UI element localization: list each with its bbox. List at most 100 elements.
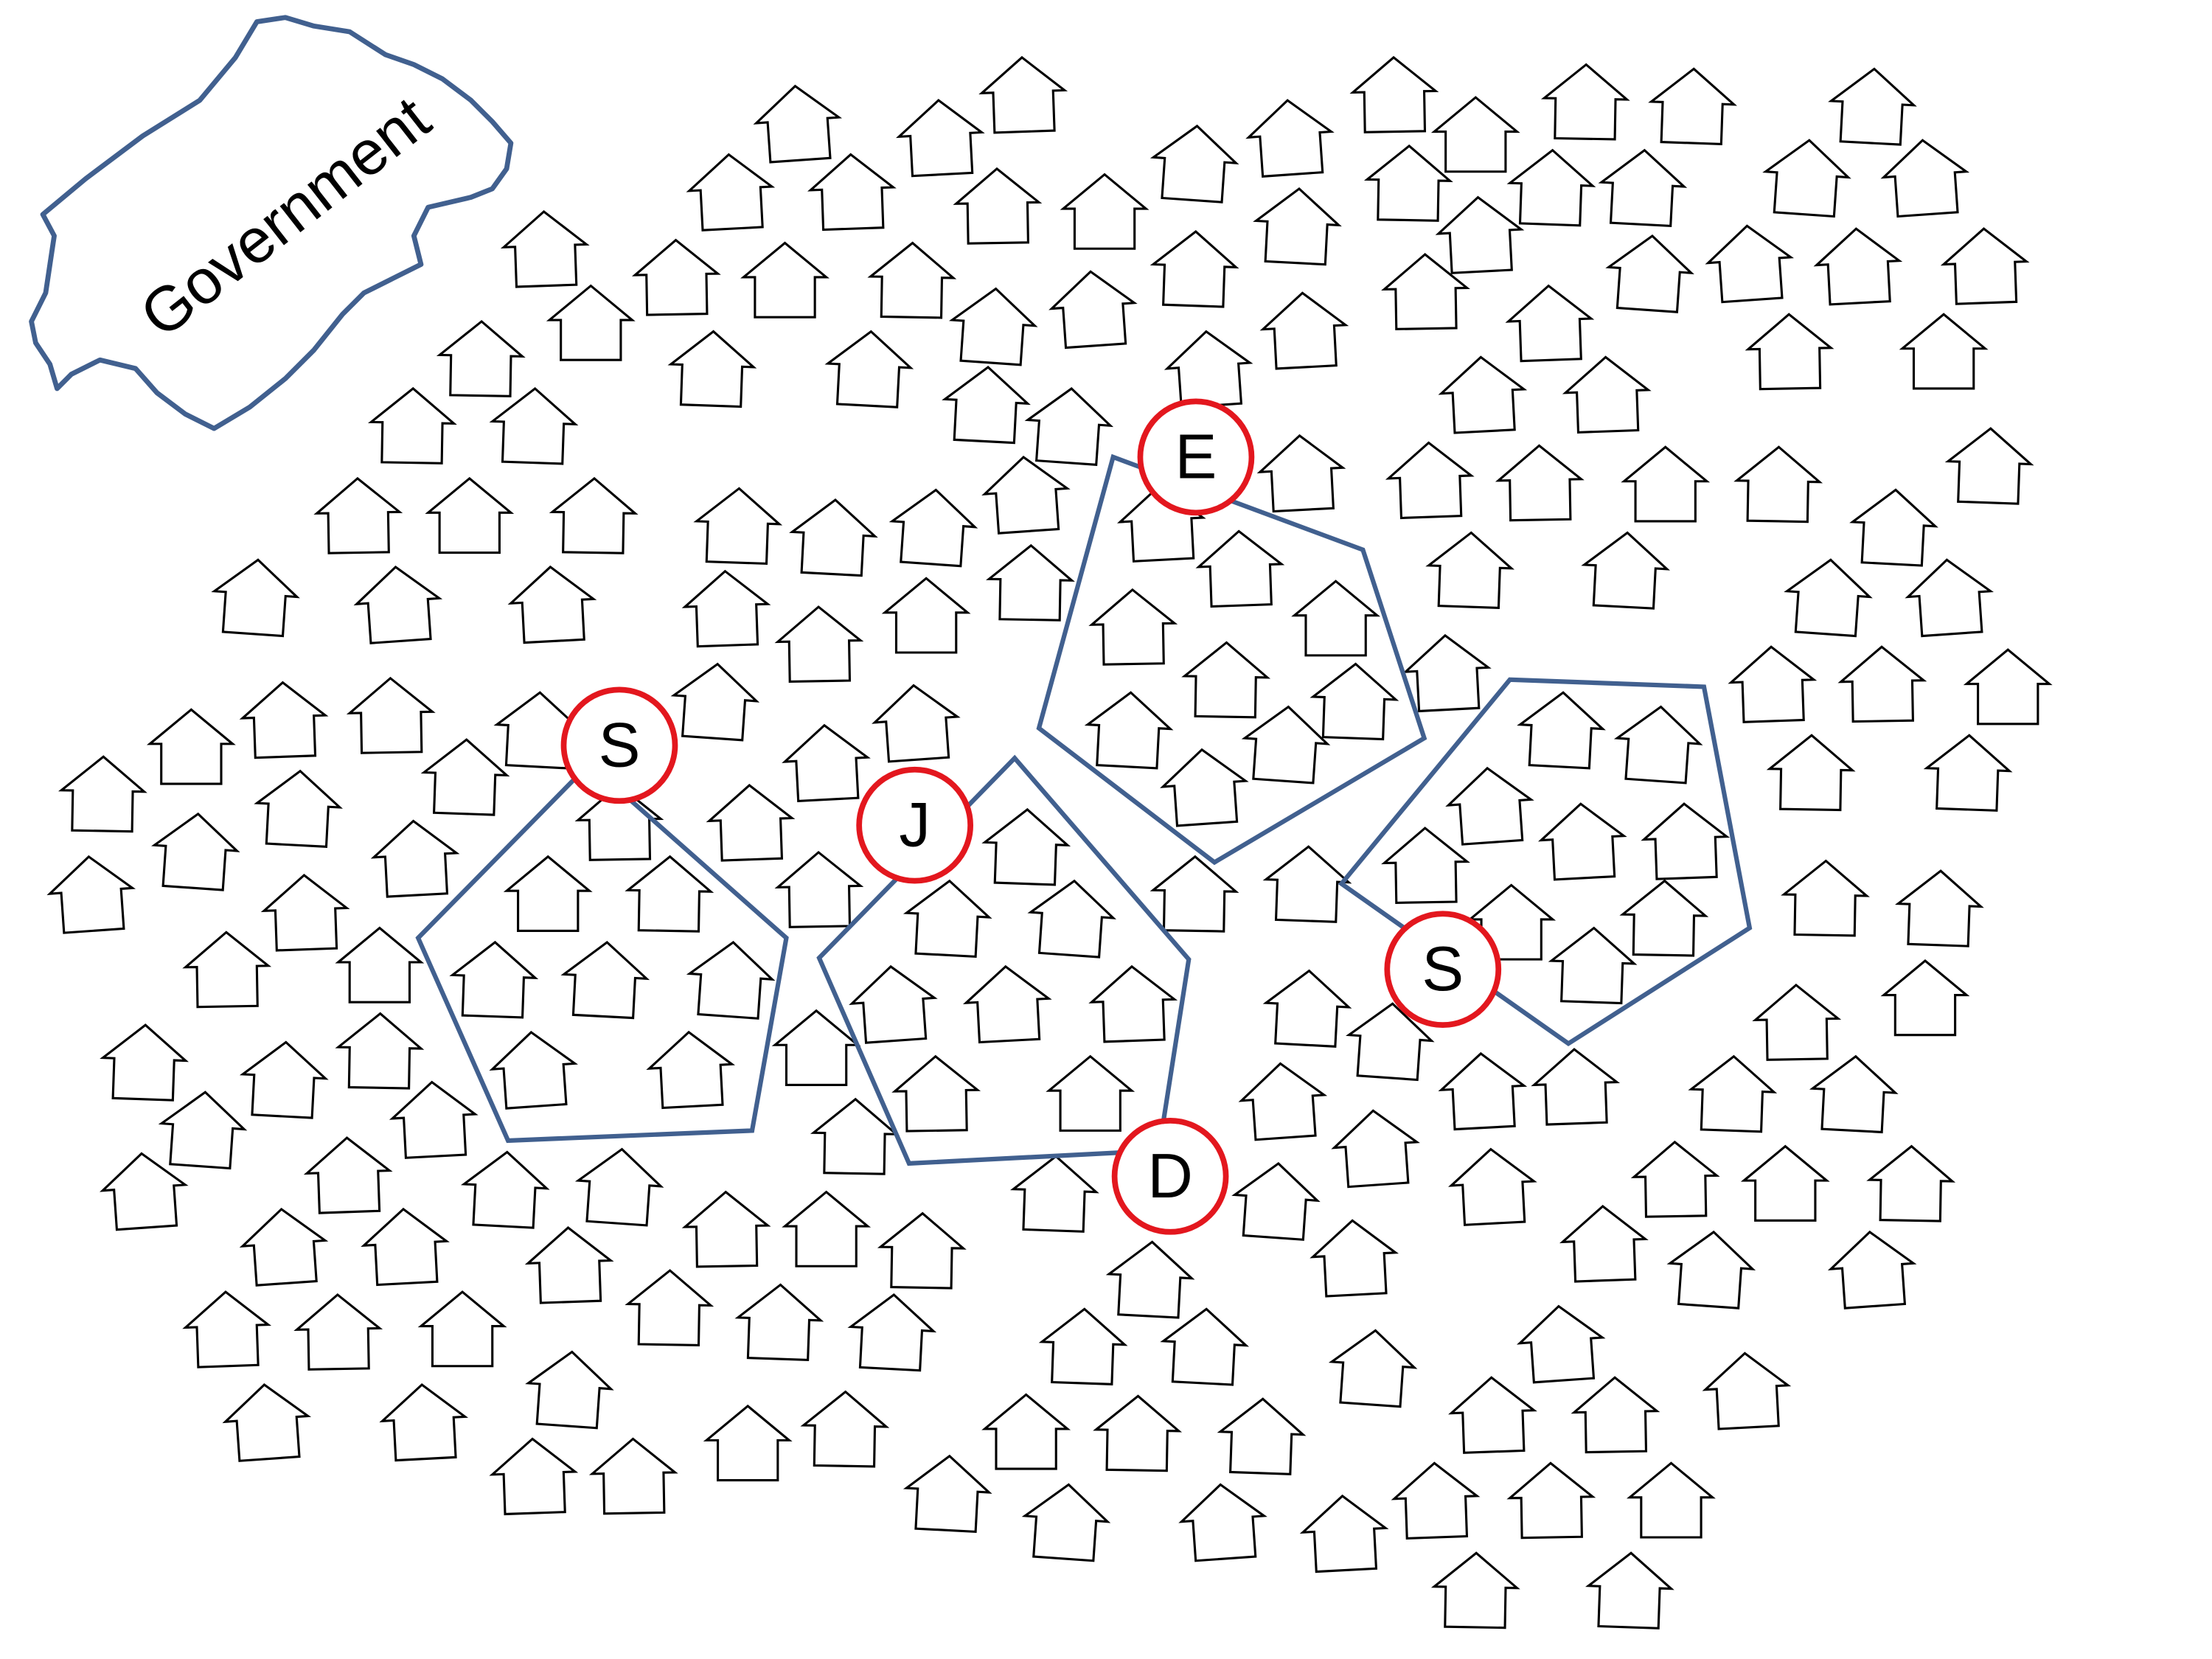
house-icon [1385,441,1475,520]
house-icon [1241,705,1331,785]
house-icon [313,476,403,554]
house-icon [807,153,897,232]
house-icon [1093,1394,1183,1472]
house-icon [1506,1461,1596,1540]
house-icon [1641,802,1731,880]
house-icon [100,1023,189,1102]
house-icon [847,1293,937,1372]
marker-j-label: J [899,790,931,860]
house-icon [222,1383,312,1462]
house-icon [1585,1551,1674,1630]
house-icon [902,879,992,959]
house-icon [1310,1219,1399,1298]
house-icon [1516,1304,1606,1384]
house-icon [1231,1162,1321,1241]
house-icon [877,1211,967,1290]
house-icon [872,684,961,763]
house-icon [962,964,1052,1044]
house-icon [867,241,957,319]
house-icon [1088,588,1178,666]
house-icon [1256,434,1346,513]
house-icon [1944,427,2034,505]
house-icon [239,1207,329,1287]
house-icon [646,1030,735,1110]
houses-layer [46,55,2053,1630]
house-icon [1088,964,1178,1043]
house-icon [891,1054,981,1133]
house-icon [1291,580,1381,657]
house-icon [681,569,771,648]
house-icon [986,543,1075,622]
house-icon [1438,355,1528,434]
government-boundary [29,15,514,431]
house-icon [546,284,636,361]
house-icon [1430,1551,1520,1630]
house-icon [1259,291,1349,370]
house-icon [151,812,240,891]
house-icon [1813,227,1903,306]
house-icon [1899,313,1989,390]
house-icon [1562,355,1652,434]
house-icon [1666,1230,1756,1310]
house-icon [211,558,300,638]
house-icon [346,676,436,754]
house-icon [1540,63,1630,141]
house-icon [158,1091,248,1170]
house-icon [1940,227,2030,305]
marker-e-label: E [1175,422,1217,492]
house-icon [489,1437,579,1516]
house-icon [146,708,236,785]
zone-j [816,754,1192,1166]
house-icon [417,1290,507,1368]
marker-s-left-label: S [599,710,641,780]
house-icon [1571,1376,1660,1454]
house-icon [686,153,776,232]
house-icon [1809,1054,1899,1134]
house-icon [1784,558,1873,638]
house-icon [1866,1144,1956,1222]
house-icon [1328,1329,1418,1408]
house-icon [1402,633,1492,713]
house-icon [436,319,526,397]
house-icon [1195,529,1285,608]
house-icon [489,386,579,465]
house-icon [881,577,971,654]
house-icon [981,455,1071,535]
house-icon [1346,1002,1435,1082]
house-icon [1766,734,1856,812]
house-icon [1010,1155,1099,1233]
house-icon [1038,1307,1128,1385]
house-icon [824,330,914,408]
house-icon [1438,1051,1528,1131]
house-icon [425,476,515,554]
house-icon [1963,648,2053,726]
house-icon [370,819,460,898]
house-icon [1728,645,1818,723]
house-icon [525,1350,614,1430]
house-icon [1605,234,1694,313]
house-icon [1178,1483,1267,1562]
house-icon [800,1390,890,1468]
house-icon [1363,144,1453,222]
house-icon [1084,691,1174,770]
house-icon [1430,96,1520,173]
house-icon [1506,148,1596,227]
house-icon [740,241,830,319]
house-icon [503,855,593,932]
house-icon [1880,139,1970,218]
house-icon [1880,959,1970,1037]
house-icon [1060,173,1150,250]
house-icon [420,738,510,816]
house-icon [978,55,1068,134]
marker-s-right: S [1384,911,1502,1029]
house-icon [303,1136,393,1214]
house-icon [1781,859,1870,937]
house-icon [1740,1144,1830,1222]
house-icon [1160,1307,1250,1386]
house-icon [239,681,329,759]
house-icon [1262,845,1352,923]
house-icon [1733,445,1823,524]
house-icon [1495,444,1585,522]
house-icon [706,784,796,862]
house-icon [670,662,760,742]
